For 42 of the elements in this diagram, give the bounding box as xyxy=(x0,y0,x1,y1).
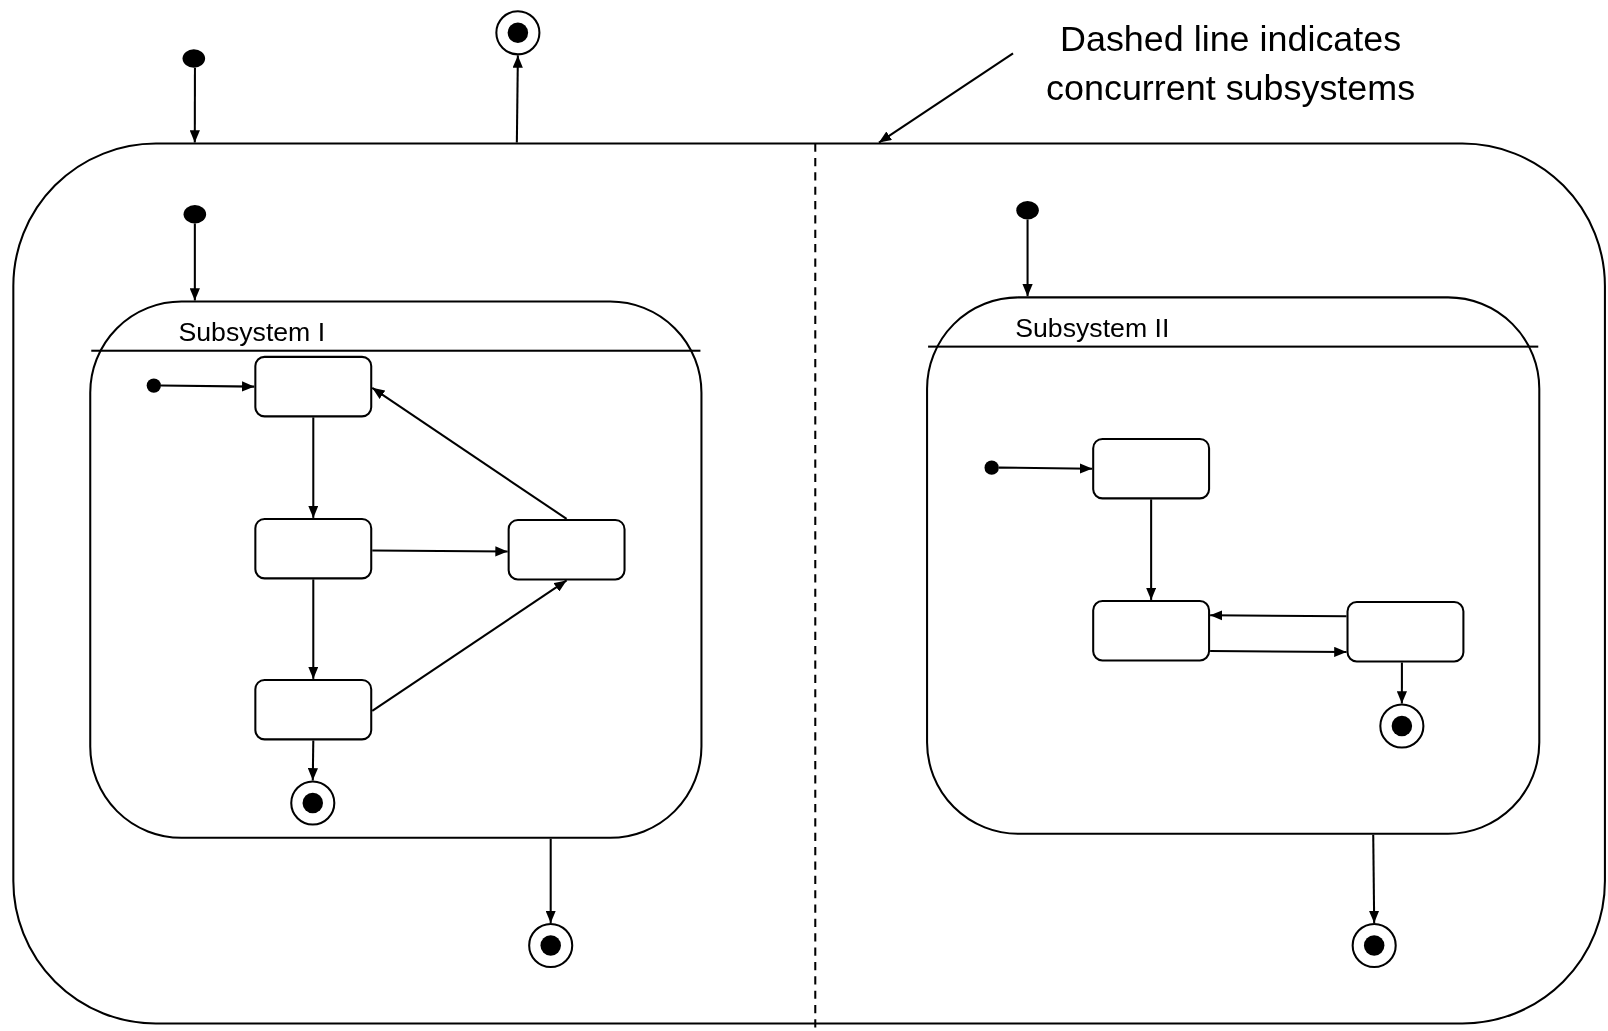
arrow xyxy=(1210,646,1347,658)
state-box xyxy=(254,355,373,418)
initial-state-dot xyxy=(984,460,999,475)
state-box xyxy=(254,517,373,580)
arrow xyxy=(161,381,255,392)
leader-line xyxy=(878,52,1014,144)
region-title: Subsystem I xyxy=(178,316,326,348)
initial-state-dot xyxy=(1016,201,1039,220)
arrow xyxy=(371,579,568,712)
state-box xyxy=(254,678,373,741)
arrow xyxy=(307,740,319,781)
state-box xyxy=(507,518,626,581)
arrow xyxy=(308,579,319,679)
region-title: Subsystem II xyxy=(1015,312,1170,344)
arrow xyxy=(189,67,200,143)
arrow xyxy=(189,223,200,301)
state-box xyxy=(1092,599,1211,662)
arrow xyxy=(372,546,508,557)
subsystem-state-box xyxy=(926,296,1541,835)
arrow xyxy=(1368,834,1380,923)
arrow xyxy=(545,838,556,923)
state-box xyxy=(1346,600,1465,663)
initial-state-dot xyxy=(182,49,206,68)
arrow xyxy=(1146,499,1157,600)
arrow xyxy=(1210,610,1347,621)
arrow xyxy=(1396,662,1407,704)
subsystem-state-box xyxy=(89,300,703,839)
arrow xyxy=(308,417,319,518)
arrow xyxy=(371,387,568,520)
initial-state-dot xyxy=(183,205,207,224)
final-state-circle xyxy=(1351,922,1397,969)
arrow xyxy=(512,55,523,143)
annotation-text: Dashed line indicates concurrent subsystems xyxy=(984,14,1477,113)
arrow xyxy=(1022,219,1033,297)
final-state-circle xyxy=(528,922,574,969)
state-box xyxy=(1092,437,1211,500)
arrow xyxy=(998,463,1093,474)
final-state-circle xyxy=(1379,703,1425,749)
final-state-circle xyxy=(495,10,541,56)
final-state-circle xyxy=(290,780,336,826)
initial-state-dot xyxy=(146,378,161,393)
composite-state-box xyxy=(12,142,1606,1025)
